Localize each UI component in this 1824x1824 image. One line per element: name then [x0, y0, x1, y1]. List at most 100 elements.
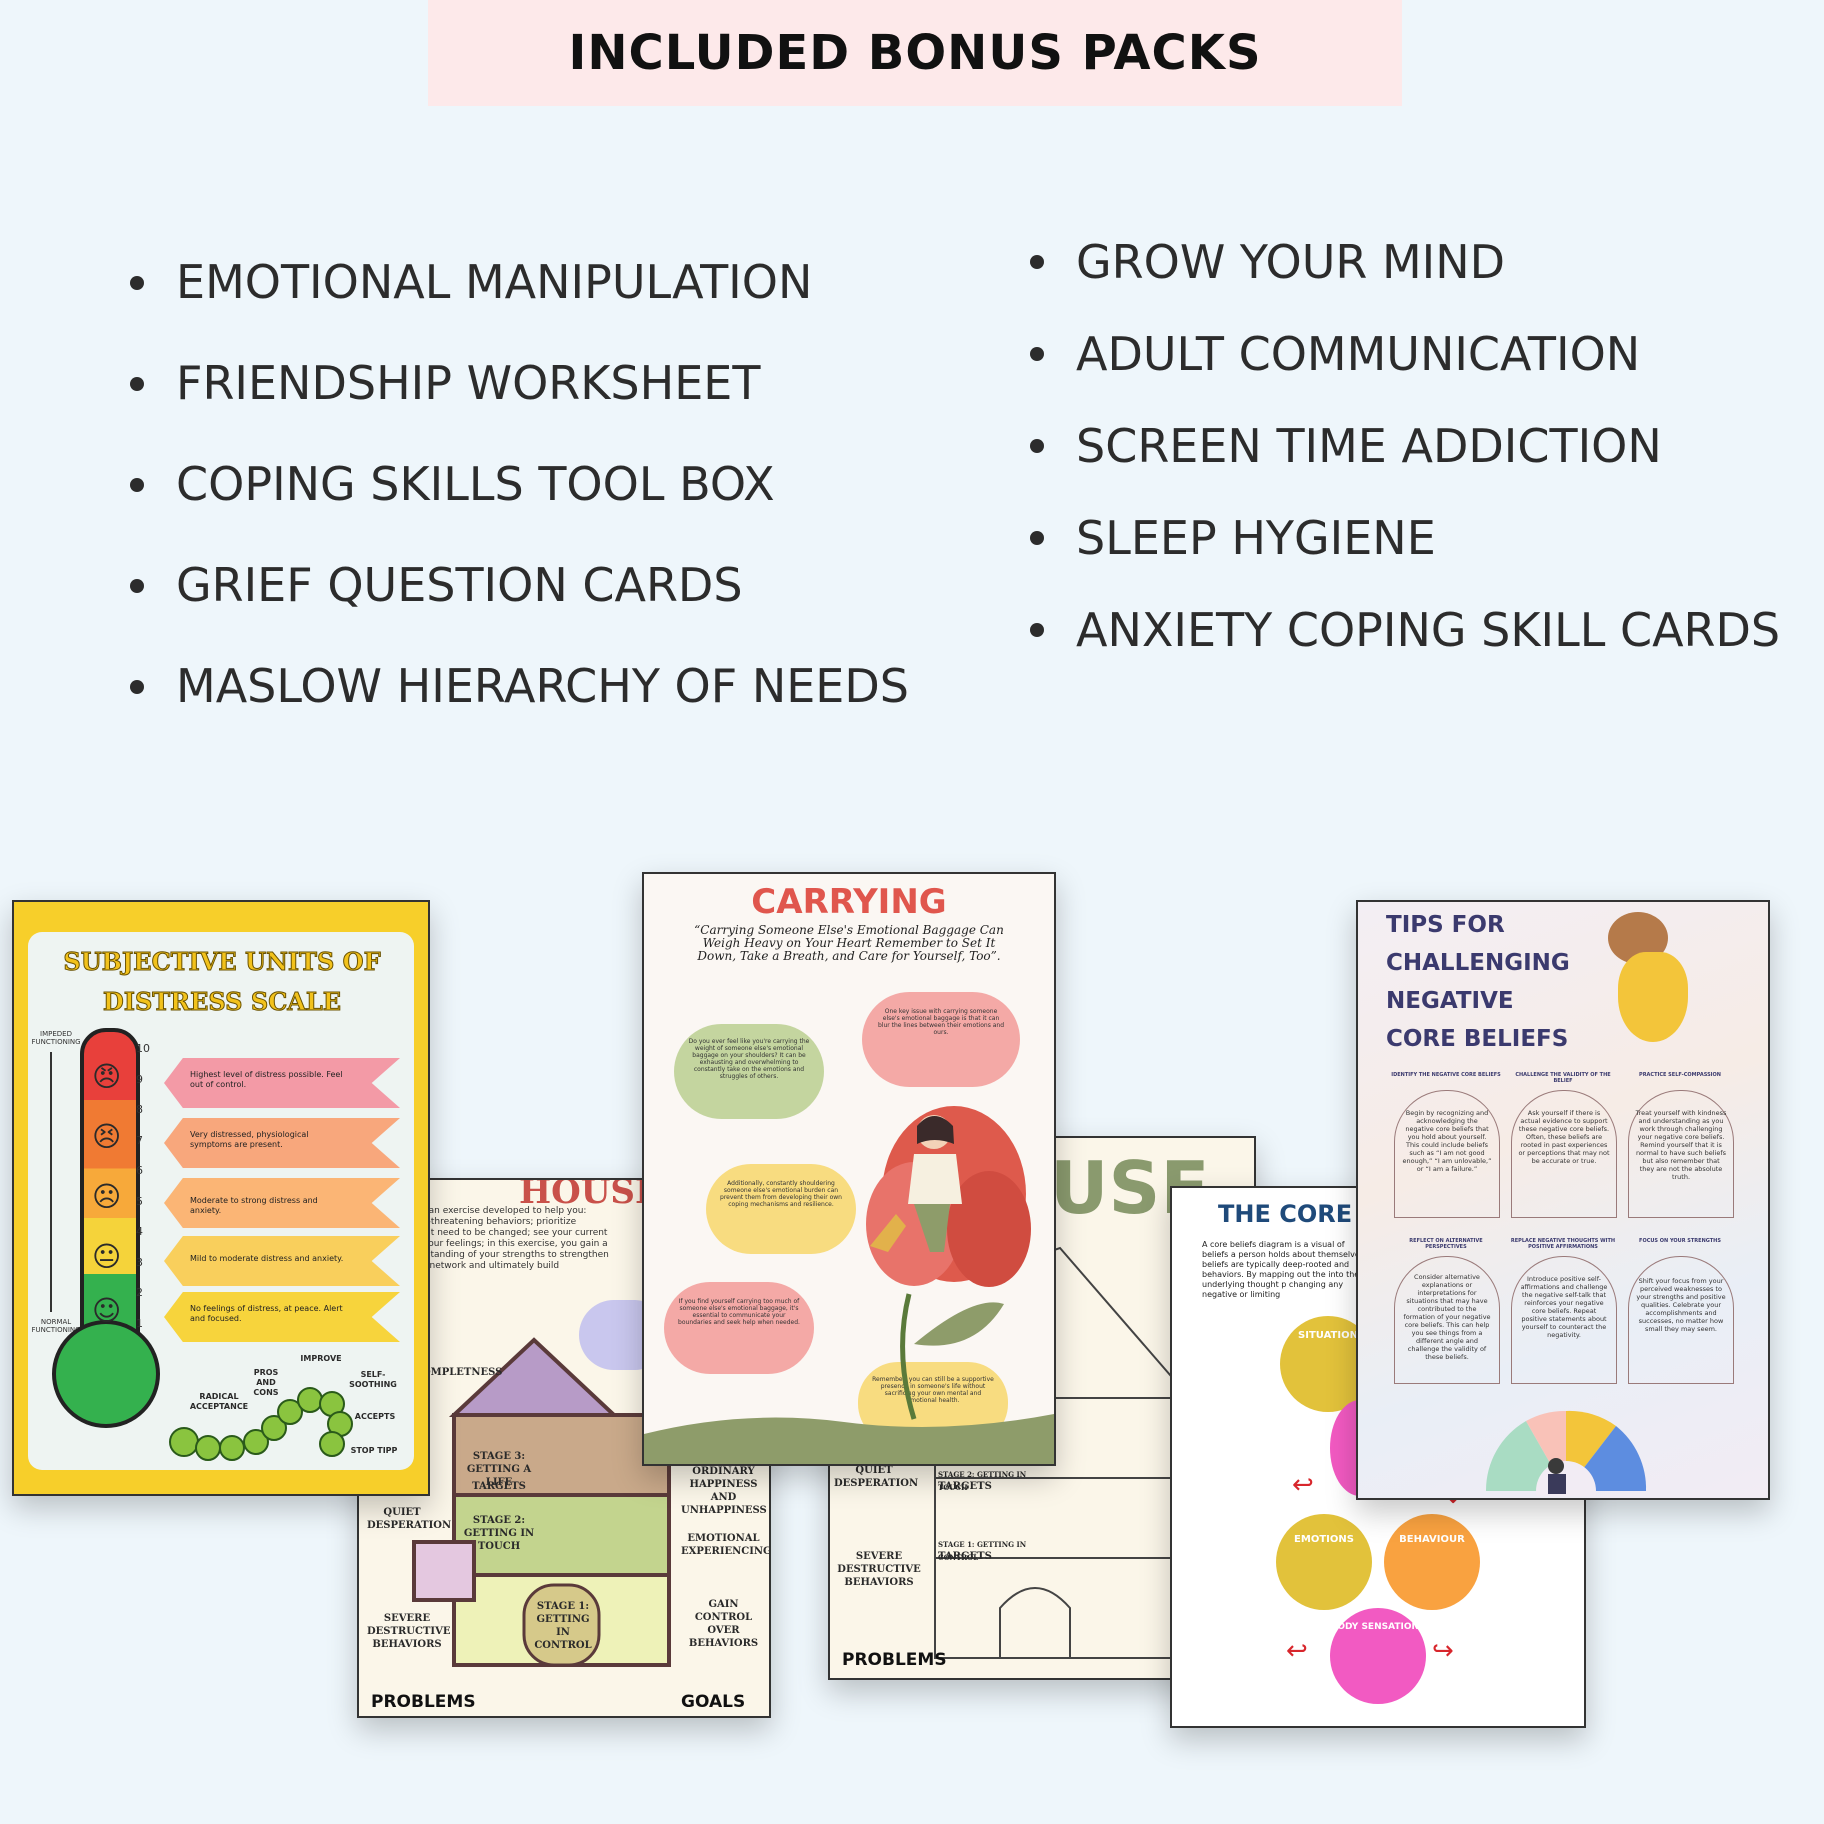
- tip-arch: Introduce positive self-affirmations and…: [1511, 1256, 1617, 1384]
- suds-arrow-text: Moderate to strong distress and anxiety.: [190, 1196, 318, 1215]
- caterpillar-drawing: [169, 1387, 353, 1461]
- arrow-icon: ↩: [1292, 1470, 1314, 1500]
- tip-arch: Treat yourself with kindness and underst…: [1628, 1090, 1734, 1218]
- bubble-text: Additionally, constantly shouldering som…: [720, 1180, 842, 1208]
- house-stage2: STAGE 2: GETTING IN TOUCH: [463, 1515, 535, 1552]
- speech-bubble: Do you ever feel like you're carrying th…: [674, 1024, 824, 1119]
- pack-item: FRIENDSHIP WORKSHEET: [130, 333, 950, 434]
- bubble-text: Remember, you can still be a supportive …: [872, 1376, 994, 1404]
- suds-number: 7: [136, 1133, 143, 1147]
- house-drawing: [412, 1337, 671, 1667]
- house2-stage2: STAGE 2: GETTING IN TOUCH: [938, 1470, 1027, 1492]
- suds-number: 3: [136, 1255, 143, 1269]
- house-targets: TARGETS: [472, 1481, 526, 1492]
- thermometer-bulb: [52, 1320, 160, 1428]
- pack-item: GRIEF QUESTION CARDS: [130, 535, 950, 636]
- house-label-quiet: QUIET DESPERATION: [367, 1507, 452, 1531]
- suds-arrow-text: Very distressed, physiological symptoms …: [190, 1130, 309, 1149]
- suds-number: 9: [136, 1072, 143, 1086]
- thermometer-tube: [80, 1028, 140, 1346]
- suds-arrow: No feelings of distress, at peace. Alert…: [164, 1292, 400, 1342]
- house-label-ordinary: ORDINARY HAPPINESS AND UNHAPPINESS: [681, 1466, 767, 1516]
- arrow-icon: ↩: [1286, 1636, 1308, 1666]
- pack-item: SCREEN TIME ADDICTION: [1030, 400, 1820, 492]
- suds-number: 4: [136, 1225, 143, 1238]
- suds-title: SUBJECTIVE UNITS OF DISTRESS SCALE: [63, 947, 381, 1017]
- suds-arrow: Mild to moderate distress and anxiety.: [164, 1236, 400, 1286]
- house2-label-severe: SEVERE DESTRUCTIVE BEHAVIORS: [837, 1551, 921, 1588]
- pack-item: ADULT COMMUNICATION: [1030, 308, 1820, 400]
- tips-title-line: CORE BELIEFS: [1386, 1026, 1569, 1052]
- speech-bubble: Additionally, constantly shouldering som…: [706, 1164, 856, 1254]
- suds-step: PROS AND CONS: [253, 1368, 279, 1397]
- face-icon: 😐: [92, 1240, 122, 1273]
- house-stage3: STAGE 3: GETTING A LIFE: [466, 1451, 532, 1488]
- pack-item: MASLOW HIERARCHY OF NEEDS: [130, 636, 950, 737]
- carrying-worksheet-card: CARRYING “Carrying Someone Else's Emotio…: [642, 872, 1056, 1466]
- house-stage1: STAGE 1: GETTING IN CONTROL: [534, 1601, 592, 1651]
- pack-item: ANXIETY COPING SKILL CARDS: [1030, 584, 1820, 676]
- tip-arch-title: FOCUS ON YOUR STRENGTHS: [1639, 1238, 1721, 1244]
- tips-title-line: TIPS FOR: [1386, 912, 1505, 938]
- core-intro: A core beliefs diagram is a visual of be…: [1202, 1240, 1367, 1299]
- carrying-quote: “Carrying Someone Else's Emotional Bagga…: [694, 923, 1004, 963]
- tip-text: Consider alternative explanations or int…: [1403, 1273, 1491, 1361]
- body-sensations-node: BODY SENSATIONS: [1330, 1608, 1426, 1704]
- face-icon: ☺: [92, 1294, 122, 1327]
- house-problems: PROBLEMS: [371, 1692, 476, 1712]
- bubble-text: Do you ever feel like you're carrying th…: [688, 1038, 810, 1080]
- face-icon: 😣: [92, 1120, 122, 1153]
- suds-normal: NORMAL FUNCTIONING: [31, 1318, 81, 1334]
- tip-text: Shift your focus from your perceived wea…: [1636, 1277, 1726, 1333]
- tips-title-line: NEGATIVE: [1386, 988, 1514, 1014]
- house-label-emotional: EMOTIONAL EXPERIENCING: [681, 1533, 771, 1557]
- tip-arch: Shift your focus from your perceived wea…: [1628, 1256, 1734, 1384]
- house-title: HOUSE: [519, 1178, 661, 1212]
- tips-title: TIPS FOR CHALLENGING NEGATIVE CORE BELIE…: [1386, 906, 1570, 1058]
- tip-arch-title: CHALLENGE THE VALIDITY OF THE BELIEF: [1515, 1072, 1611, 1084]
- suds-step: SELF-SOOTHING: [349, 1370, 397, 1389]
- suds-arrow: Moderate to strong distress and anxiety.: [164, 1178, 400, 1228]
- tips-title-line: CHALLENGING: [1386, 950, 1570, 976]
- tip-arch: Consider alternative explanations or int…: [1394, 1256, 1500, 1384]
- bubble-text: If you find yourself carrying too much o…: [678, 1298, 800, 1326]
- header-banner: INCLUDED BONUS PACKS: [428, 0, 1402, 106]
- node-label: SITUATION: [1298, 1330, 1358, 1341]
- suds-number: 1: [136, 1316, 143, 1330]
- packs-list-left: EMOTIONAL MANIPULATION FRIENDSHIP WORKSH…: [130, 232, 950, 737]
- suds-number: 5: [136, 1194, 143, 1208]
- suds-arrow-text: Mild to moderate distress and anxiety.: [190, 1254, 344, 1263]
- speech-bubble: One key issue with carrying someone else…: [862, 992, 1020, 1087]
- tip-arch-title: PRACTICE SELF-COMPASSION: [1639, 1072, 1721, 1078]
- pack-item: COPING SKILLS TOOL BOX: [130, 434, 950, 535]
- house2-targets-b: TARGETS: [938, 1551, 992, 1562]
- suds-step: RADICAL ACCEPTANCE: [189, 1392, 249, 1411]
- tip-text: Begin by recognizing and acknowledging t…: [1402, 1109, 1492, 1173]
- pack-item: GROW YOUR MIND: [1030, 216, 1820, 308]
- face-icon: ☹: [92, 1180, 122, 1213]
- tip-text: Ask yourself if there is actual evidence…: [1518, 1109, 1610, 1165]
- house-label-severe: SEVERE DESTRUCTIVE BEHAVIORS: [367, 1613, 451, 1650]
- tip-arch-title: REPLACE NEGATIVE THOUGHTS WITH POSITIVE …: [1510, 1238, 1616, 1250]
- node-label: BODY SENSATIONS: [1330, 1622, 1426, 1632]
- house2-problems: PROBLEMS: [842, 1650, 947, 1670]
- flower-girl-illustration: [644, 1106, 1054, 1464]
- pack-item: EMOTIONAL MANIPULATION: [130, 232, 950, 333]
- bubble-text: One key issue with carrying someone else…: [877, 1008, 1005, 1036]
- tip-arch: Begin by recognizing and acknowledging t…: [1394, 1090, 1500, 1218]
- suds-number: 2: [136, 1286, 143, 1299]
- carrying-title: CARRYING: [751, 882, 947, 922]
- house2-stage1: STAGE 1: GETTING IN CONTROL: [938, 1540, 1027, 1562]
- packs-list-right: GROW YOUR MIND ADULT COMMUNICATION SCREE…: [1030, 216, 1820, 676]
- mood-meter-drawing: [1485, 1410, 1647, 1496]
- emotions-node: EMOTIONS: [1276, 1514, 1372, 1610]
- face-icon: 😠: [92, 1060, 122, 1093]
- node-label: EMOTIONS: [1294, 1534, 1354, 1545]
- house2-targets-a: TARGETS: [938, 1481, 992, 1492]
- suds-axis-line: [50, 1052, 52, 1312]
- suds-arrow-text: No feelings of distress, at peace. Alert…: [190, 1304, 343, 1323]
- house-goals: GOALS: [681, 1692, 746, 1712]
- page-title: INCLUDED BONUS PACKS: [568, 25, 1262, 81]
- suds-number: 10: [136, 1042, 150, 1055]
- house-label-completness: COMPLETNESS: [414, 1367, 503, 1378]
